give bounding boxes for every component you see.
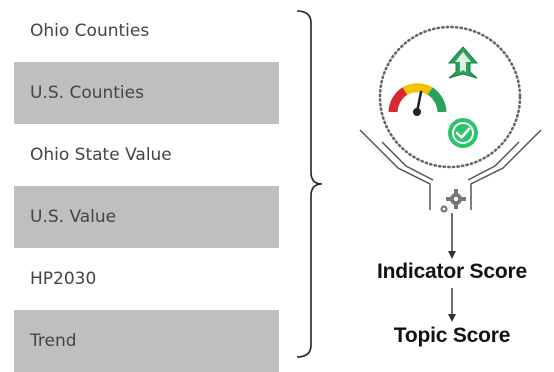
source-label: HP2030 (30, 269, 97, 289)
checkmark-icon (448, 118, 478, 148)
indicator-score-label: Indicator Score (377, 260, 527, 283)
arrow-head (448, 251, 456, 259)
source-row-hp2030: HP2030 (14, 248, 279, 310)
funnel-right (470, 129, 542, 210)
grouping-brace (296, 10, 323, 358)
source-row-ohio-state-value: Ohio State Value (14, 124, 279, 186)
arrow-head (448, 314, 456, 322)
source-label: U.S. Value (30, 207, 117, 227)
funnel-left-inner (381, 141, 434, 181)
funnel-left (359, 129, 431, 210)
source-row-ohio-counties: Ohio Counties (14, 0, 279, 62)
source-label: Trend (30, 331, 77, 351)
up-arrow-icon (447, 46, 479, 79)
source-label: U.S. Counties (30, 83, 144, 103)
source-row-us-value: U.S. Value (14, 186, 279, 248)
source-row-trend: Trend (14, 310, 279, 372)
topic-score-label: Topic Score (393, 324, 511, 347)
source-label: Ohio State Value (30, 145, 172, 165)
gauge-icon (388, 83, 447, 116)
source-label: Ohio Counties (30, 21, 150, 41)
dotted-circle (378, 25, 522, 169)
funnel-right-inner (467, 141, 520, 181)
source-row-us-counties: U.S. Counties (14, 62, 279, 124)
gear-icon (440, 189, 466, 213)
